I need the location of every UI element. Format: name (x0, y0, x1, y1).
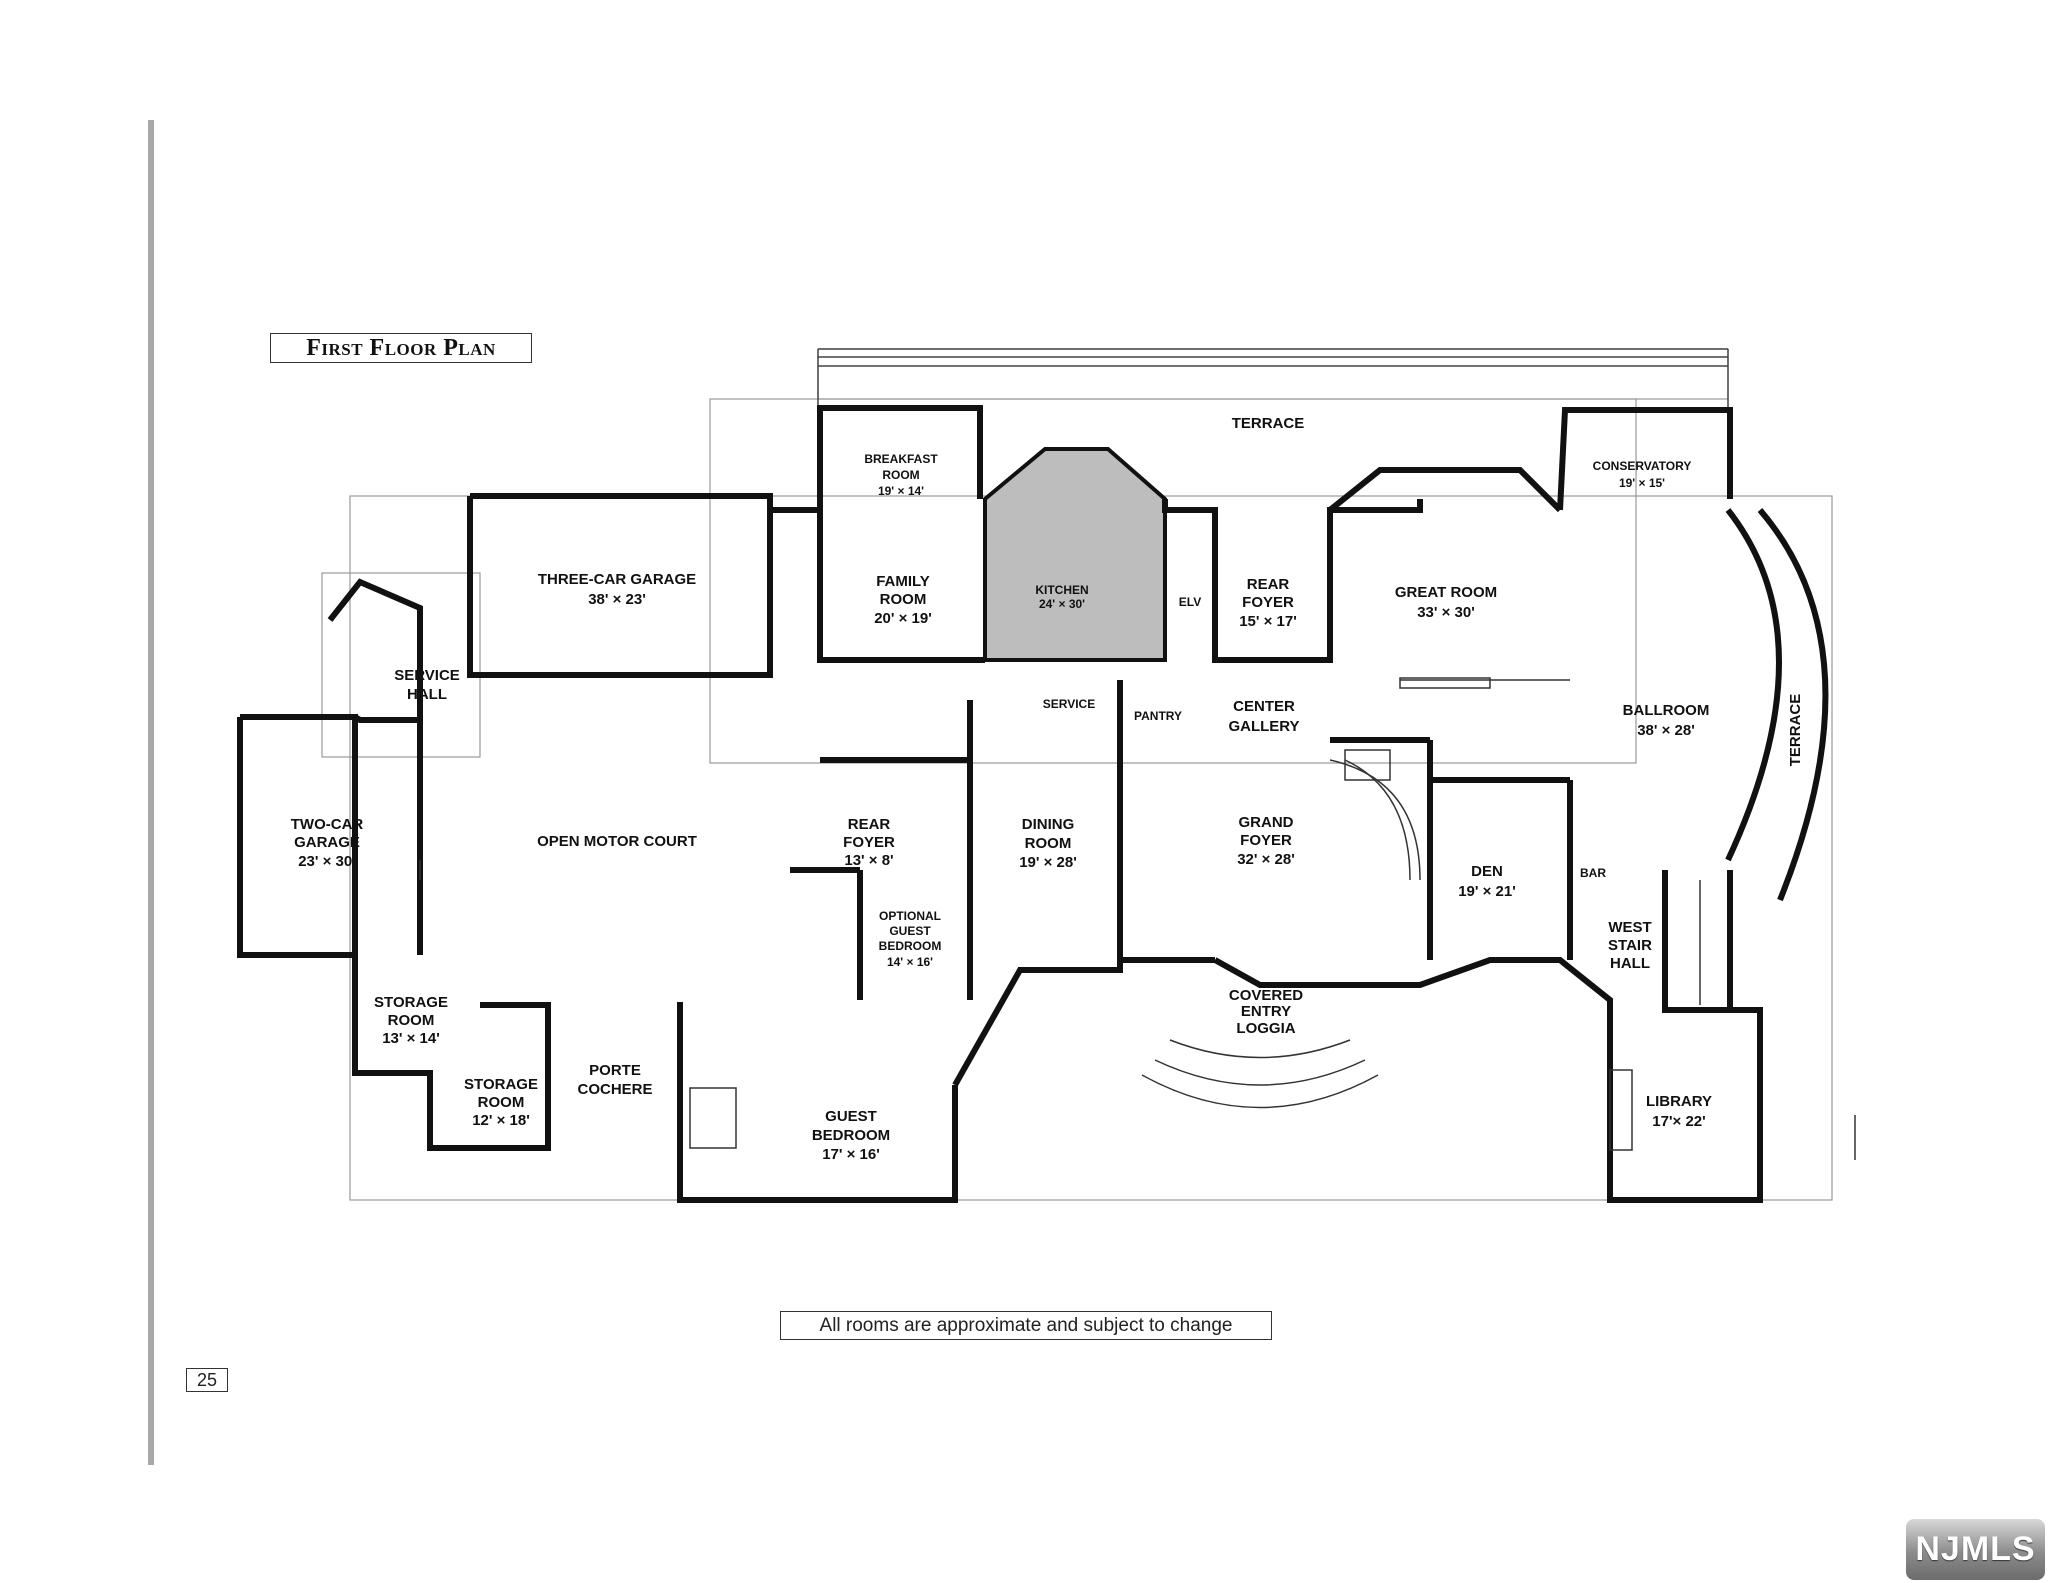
label-conservatory-0: CONSERVATORY (1593, 459, 1692, 473)
label-service-hall-1: HALL (407, 686, 447, 703)
label-two-car-garage-0: TWO-CAR (291, 816, 364, 833)
label-grand-foyer-2: 32' × 28' (1237, 851, 1295, 868)
label-two-car-garage-2: 23' × 30' (298, 853, 356, 870)
label-grand-foyer-1: FOYER (1240, 832, 1292, 849)
label-dining-room-0: DINING (1022, 816, 1075, 833)
label-storage-room-1-1: ROOM (388, 1012, 435, 1029)
label-library-1: 17'× 22' (1652, 1113, 1705, 1130)
label-rear-foyer-lower-2: 13' × 8' (844, 852, 893, 869)
label-porte-cochere-0: PORTE (589, 1062, 641, 1079)
label-storage-room-2-2: 12' × 18' (472, 1112, 530, 1129)
page-number: 25 (186, 1368, 228, 1392)
label-library-0: LIBRARY (1646, 1093, 1712, 1110)
label-west-stair-hall-1: STAIR (1608, 937, 1652, 954)
njmls-watermark-logo: NJMLS (1906, 1519, 2045, 1580)
label-storage-room-1-2: 13' × 14' (382, 1030, 440, 1047)
label-service-hall-0: SERVICE (394, 667, 460, 684)
label-rear-foyer-upper-0: REAR (1247, 576, 1290, 593)
label-breakfast-room-2: 19' × 14' (878, 484, 924, 498)
left-margin-bar (148, 120, 154, 1465)
label-optional-guest-bedroom-3: 14' × 16' (887, 955, 933, 969)
label-ballroom-0: BALLROOM (1623, 702, 1710, 719)
label-kitchen-1: 24' × 30' (1039, 597, 1085, 611)
label-rear-foyer-lower-1: FOYER (843, 834, 895, 851)
label-dining-room-2: 19' × 28' (1019, 854, 1077, 871)
label-terrace-top: TERRACE (1232, 415, 1305, 432)
label-grand-foyer-0: GRAND (1239, 814, 1294, 831)
label-covered-entry-loggia-2: LOGGIA (1236, 1020, 1295, 1037)
label-center-gallery-1: GALLERY (1228, 718, 1299, 735)
label-guest-bedroom-0: GUEST (825, 1108, 877, 1125)
label-conservatory-1: 19' × 15' (1619, 476, 1665, 490)
label-storage-room-1-0: STORAGE (374, 994, 448, 1011)
label-breakfast-room-1: ROOM (882, 468, 919, 482)
label-den-0: DEN (1471, 863, 1503, 880)
detail-lines (419, 677, 1856, 1160)
label-ballroom-1: 38' × 28' (1637, 722, 1695, 739)
label-two-car-garage-1: GARAGE (294, 834, 360, 851)
label-center-gallery-0: CENTER (1233, 698, 1295, 715)
label-storage-room-2-1: ROOM (478, 1094, 525, 1111)
label-storage-room-2-0: STORAGE (464, 1076, 538, 1093)
label-dining-room-1: ROOM (1025, 835, 1072, 852)
label-great-room-0: GREAT ROOM (1395, 584, 1497, 601)
label-great-room-1: 33' × 30' (1417, 604, 1475, 621)
label-covered-entry-loggia-1: ENTRY (1241, 1003, 1291, 1020)
label-optional-guest-bedroom-0: OPTIONAL (879, 909, 941, 923)
label-bar: BAR (1580, 866, 1606, 880)
label-covered-entry-loggia-0: COVERED (1229, 987, 1303, 1004)
label-guest-bedroom-2: 17' × 16' (822, 1146, 880, 1163)
label-rear-foyer-lower-0: REAR (848, 816, 891, 833)
label-service: SERVICE (1043, 697, 1095, 711)
label-rear-foyer-upper-2: 15' × 17' (1239, 613, 1297, 630)
label-terrace-side: TERRACE (1787, 694, 1804, 767)
label-breakfast-room-0: BREAKFAST (864, 452, 938, 466)
label-three-car-garage-1: 38' × 23' (588, 591, 646, 608)
label-west-stair-hall-2: HALL (1610, 955, 1650, 972)
disclaimer-note: All rooms are approximate and subject to… (780, 1311, 1272, 1340)
label-family-room-1: ROOM (880, 591, 927, 608)
label-kitchen-0: KITCHEN (1035, 583, 1088, 597)
label-family-room-0: FAMILY (876, 573, 930, 590)
label-pantry: PANTRY (1134, 709, 1182, 723)
label-rear-foyer-upper-1: FOYER (1242, 594, 1294, 611)
label-family-room-2: 20' × 19' (874, 610, 932, 627)
room-labels: TERRACE BREAKFAST ROOM 19' × 14' CONSERV… (291, 415, 1804, 1163)
label-optional-guest-bedroom-2: BEDROOM (879, 939, 942, 953)
walls (237, 405, 1829, 1203)
page-title: First Floor Plan (270, 333, 532, 363)
label-porte-cochere-1: COCHERE (577, 1081, 652, 1098)
label-three-car-garage-0: THREE-CAR GARAGE (538, 571, 696, 588)
label-open-motor-court: OPEN MOTOR COURT (537, 833, 697, 850)
label-optional-guest-bedroom-1: GUEST (889, 924, 931, 938)
kitchen-fill (983, 447, 1167, 662)
label-elv: ELV (1179, 595, 1201, 609)
label-den-1: 19' × 21' (1458, 883, 1516, 900)
label-guest-bedroom-1: BEDROOM (812, 1127, 890, 1144)
label-west-stair-hall-0: WEST (1608, 919, 1651, 936)
